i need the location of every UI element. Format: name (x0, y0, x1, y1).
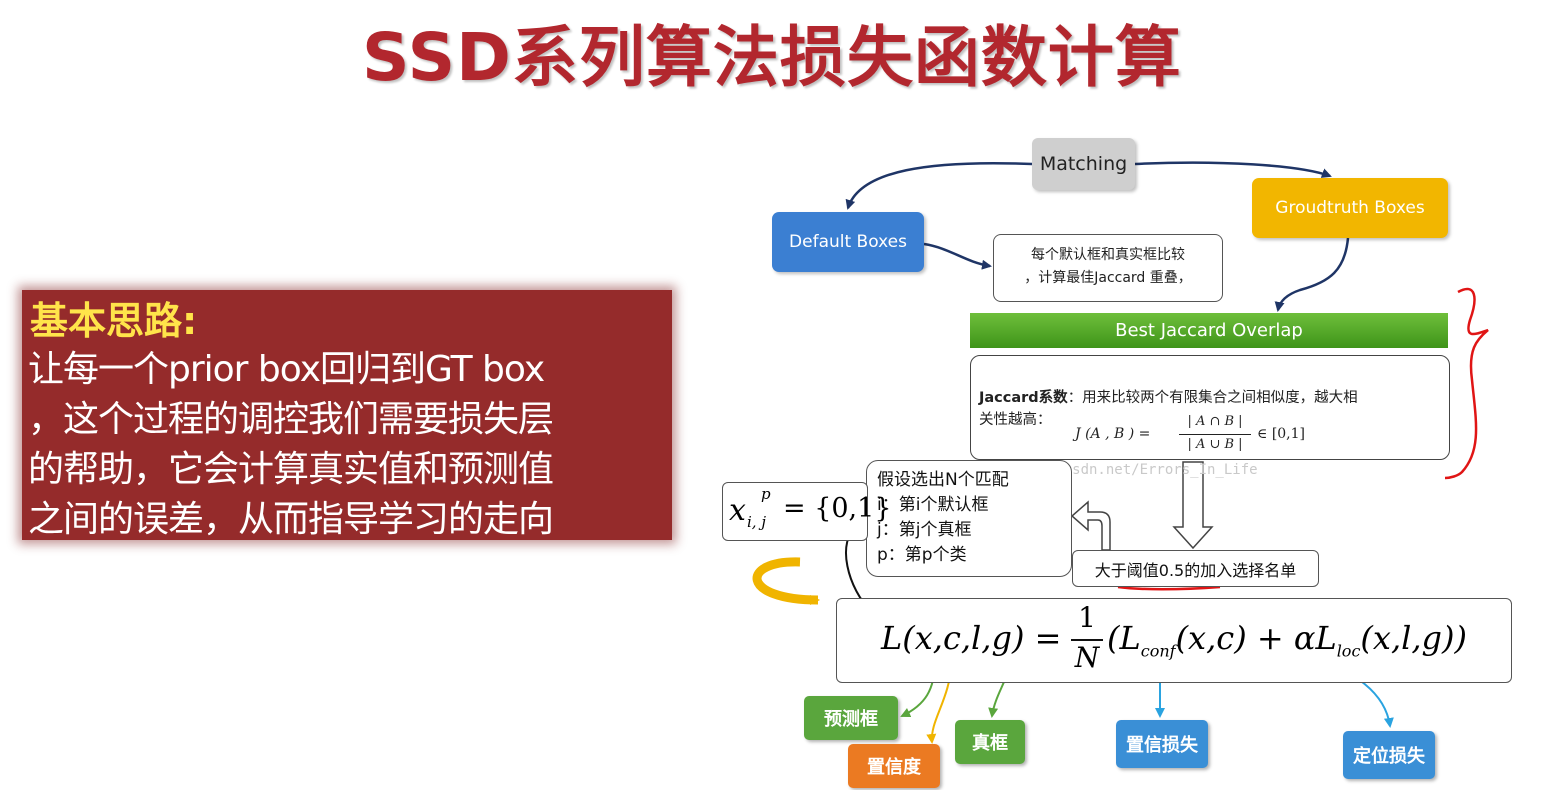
arrow-matching-default (845, 161, 1033, 210)
loss-formula-box: L(x,c,l,g) = 1 N (Lconf(x,c) + αLloc(x,l… (836, 598, 1512, 683)
arrow-gt-best (1274, 237, 1350, 312)
threshold-note: 大于阈值0.5的加入选择名单 (1072, 550, 1319, 587)
idea-line: 让每一个prior box回归到GT box (28, 349, 545, 390)
tag-localization-loss: 定位损失 (1343, 731, 1435, 779)
jaccard-definition-text: ：用来比较两个有限集合之间相似度，越大相 (1067, 390, 1358, 406)
idea-line: 的帮助，它会计算真实值和预测值 (28, 449, 554, 490)
red-underline-threshold (1117, 585, 1221, 591)
loss-lhs: L(x,c,l,g) = (881, 619, 1062, 657)
jaccard-numerator: | A ∩ B | (1187, 414, 1243, 429)
x-superscript: p (761, 485, 771, 503)
loss-conf-term: (Lconf(x,c) + αLloc(x,l,g)) (1107, 619, 1467, 661)
yellow-curve-arrow (752, 557, 820, 605)
match-indicator-formula: x i, j p = {0,1} (722, 482, 892, 541)
idea-line: ，这个过程的调控我们需要损失层 (28, 399, 554, 440)
tag-predicted-box: 预测框 (804, 696, 898, 740)
hollow-curved-arrow (1070, 500, 1111, 551)
tag-ground-truth-box: 真框 (955, 720, 1025, 764)
loss-frac-bar (1071, 639, 1103, 641)
jaccard-definition: Jaccard系数：用来比较两个有限集合之间相似度，越大相 (979, 386, 1358, 407)
hollow-down-arrow (1172, 461, 1214, 550)
tag-confidence: 置信度 (848, 744, 940, 788)
jaccard-term: Jaccard系数 (979, 390, 1068, 406)
loss-frac-num: 1 (1078, 601, 1096, 634)
assumption-box: 假设选出N个匹配 i：第i个默认框 j：第j个真框 p：第p个类 (866, 460, 1072, 577)
default-boxes-box: Default Boxes (772, 212, 924, 272)
loss-frac-den: N (1074, 641, 1100, 674)
red-brace (1444, 287, 1489, 480)
compare-note-line: 每个默认框和真实框比较 (1031, 247, 1185, 263)
jaccard-definition-line2: 关性越高： (979, 412, 1052, 428)
groundtruth-boxes-box: Groudtruth Boxes (1252, 178, 1448, 238)
arrow-default-note (923, 242, 992, 270)
jaccard-definition-box: Jaccard系数：用来比较两个有限集合之间相似度，越大相 关性越高： J (A… (970, 355, 1450, 460)
assumption-line: 假设选出N个匹配 (877, 470, 1009, 490)
idea-heading: 基本思路: (30, 299, 198, 343)
watermark: log.csdn.net/Errors_In_Life (1030, 462, 1258, 478)
x-subscript: i, j (747, 513, 766, 531)
tag-confidence-loss: 置信损失 (1116, 720, 1208, 768)
compare-note: 每个默认框和真实框比较 ，计算最佳Jaccard 重叠， (993, 234, 1223, 302)
assumption-line: j：第j个真框 (877, 520, 972, 540)
best-jaccard-overlap-bar: Best Jaccard Overlap (970, 313, 1448, 348)
assumption-line: i：第i个默认框 (877, 495, 989, 515)
idea-box: 基本思路: 让每一个prior box回归到GT box ，这个过程的调控我们需… (22, 290, 672, 540)
idea-line: 之间的误差，从而指导学习的走向 (28, 499, 554, 540)
jaccard-fraction-bar (1179, 434, 1251, 435)
jaccard-formula-lhs: J (A , B ) = (1075, 426, 1151, 442)
x-rhs: = {0,1} (783, 493, 892, 524)
jaccard-range: ∈ [0,1] (1257, 426, 1306, 442)
arrow-matching-gt (1134, 161, 1332, 178)
assumption-line: p：第p个类 (877, 545, 967, 565)
matching-box: Matching (1032, 138, 1135, 190)
slide-title: SSD系列算法损失函数计算 (362, 19, 1182, 96)
compare-note-line: ，计算最佳Jaccard 重叠， (1024, 270, 1192, 286)
jaccard-denominator: | A ∪ B | (1187, 437, 1243, 452)
x-symbol: x (729, 493, 746, 528)
